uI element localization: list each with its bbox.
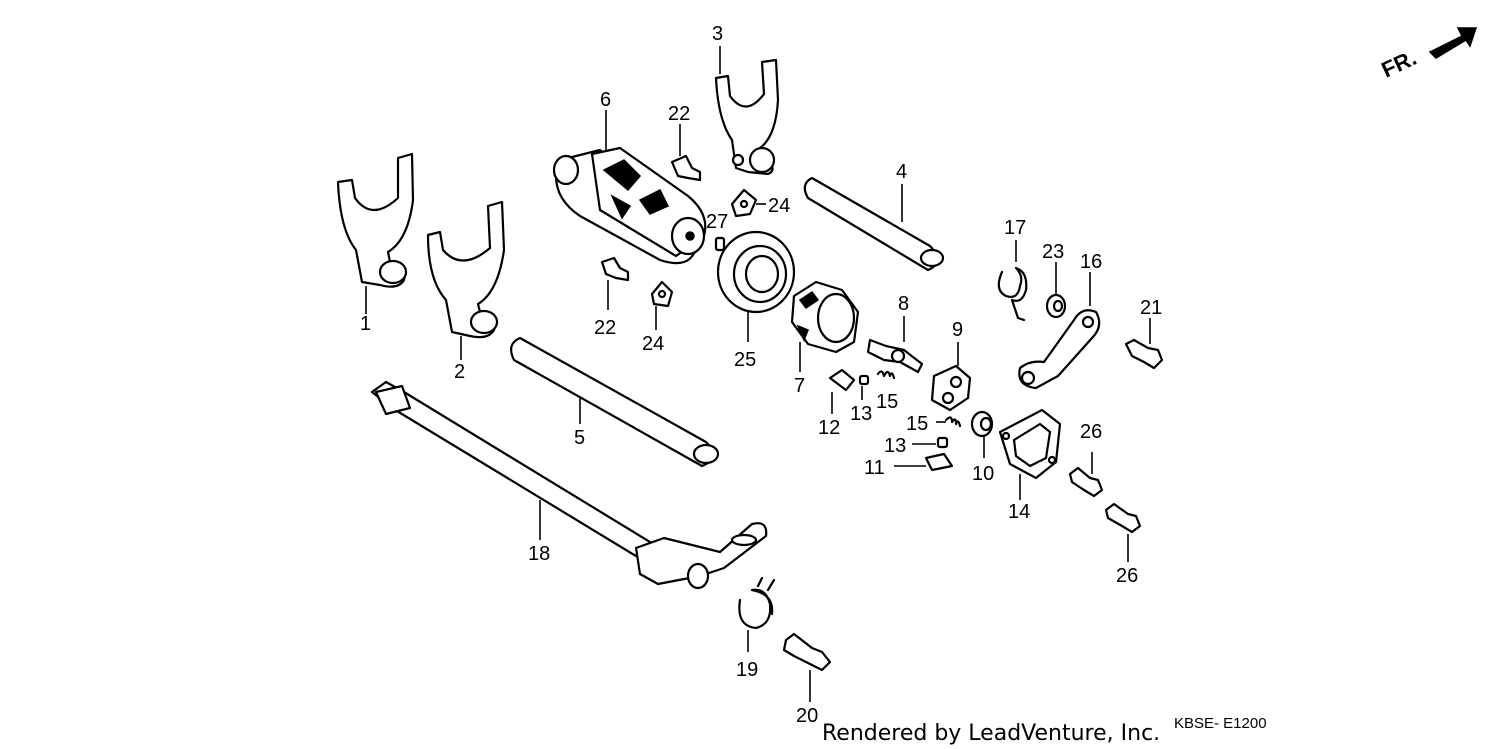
- callout-18: 18: [528, 543, 550, 565]
- credit-text: Rendered by LeadVenture, Inc.: [822, 721, 1160, 746]
- spring-15-upper: [876, 370, 896, 380]
- callout-20: 20: [796, 705, 818, 727]
- collar-10: [970, 410, 994, 458]
- spring-17: [997, 240, 1028, 322]
- gearshift-spindle-18: [370, 380, 768, 590]
- bolt-21: [1124, 318, 1164, 370]
- shift-fork-3: [714, 46, 780, 176]
- callout-2: 2: [454, 361, 465, 383]
- spring-15-lower: [936, 416, 962, 428]
- washer-24-upper: [730, 188, 766, 218]
- callout-1: 1: [360, 313, 371, 335]
- callout-21: 21: [1140, 297, 1162, 319]
- callout-15-upper: 15: [876, 391, 898, 413]
- callout-8: 8: [898, 293, 909, 315]
- fork-shaft-5: [509, 336, 720, 468]
- washer-24-lower: [650, 280, 674, 330]
- callout-9: 9: [952, 319, 963, 341]
- callout-19: 19: [736, 659, 758, 681]
- plate-14: [998, 408, 1062, 500]
- callout-4: 4: [896, 161, 907, 183]
- pin-13-upper: [858, 374, 870, 400]
- callout-14: 14: [1008, 501, 1030, 523]
- stopper-arm-16: [1018, 272, 1101, 390]
- callout-16: 16: [1080, 251, 1102, 273]
- shift-fork-1: [336, 152, 415, 314]
- callout-22-upper: 22: [668, 103, 690, 125]
- return-spring-19: [738, 576, 776, 652]
- bolt-22-lower: [600, 256, 630, 310]
- callout-10: 10: [972, 463, 994, 485]
- callout-7: 7: [794, 375, 805, 397]
- callout-26-upper: 26: [1080, 421, 1102, 443]
- diagram-code: KBSE- E1200: [1174, 715, 1267, 732]
- cam-plate-9: [930, 342, 972, 412]
- bolt-20: [782, 632, 832, 702]
- bolt-26-lower: [1104, 502, 1142, 562]
- pin-bolt-8: [866, 316, 924, 374]
- shift-fork-2: [426, 200, 506, 360]
- callout-5: 5: [574, 427, 585, 449]
- front-direction-arrow: FR.: [1378, 27, 1478, 83]
- callout-25: 25: [734, 349, 756, 371]
- callout-13-lower: 13: [884, 435, 906, 457]
- pin-27: [714, 236, 726, 252]
- callout-11: 11: [864, 457, 885, 479]
- callout-13-upper: 13: [850, 403, 872, 425]
- callout-15-lower: 15: [906, 413, 928, 435]
- plate-12: [828, 368, 856, 414]
- bolt-22-upper: [670, 124, 702, 182]
- callout-22-lower: 22: [594, 317, 616, 339]
- callout-3: 3: [712, 23, 723, 45]
- front-direction-label: FR.: [1378, 45, 1421, 83]
- star-cam-7: [790, 280, 860, 372]
- callout-23: 23: [1042, 241, 1064, 263]
- callout-24-lower: 24: [642, 333, 664, 355]
- callout-24-upper: 24: [768, 195, 790, 217]
- shift-drum-6: [552, 110, 707, 265]
- bolt-26-upper: [1068, 452, 1104, 498]
- arrow-icon: [1428, 27, 1478, 59]
- callout-26-lower: 26: [1116, 565, 1138, 587]
- guide-plate-11: [894, 452, 954, 472]
- callout-6: 6: [600, 89, 611, 111]
- bearing-25: [716, 230, 796, 342]
- washer-23: [1045, 262, 1067, 319]
- fork-shaft-4: [803, 176, 945, 272]
- callout-12: 12: [818, 417, 840, 439]
- pin-13-lower: [912, 436, 949, 449]
- callout-17: 17: [1004, 217, 1026, 239]
- callout-27: 27: [706, 211, 728, 233]
